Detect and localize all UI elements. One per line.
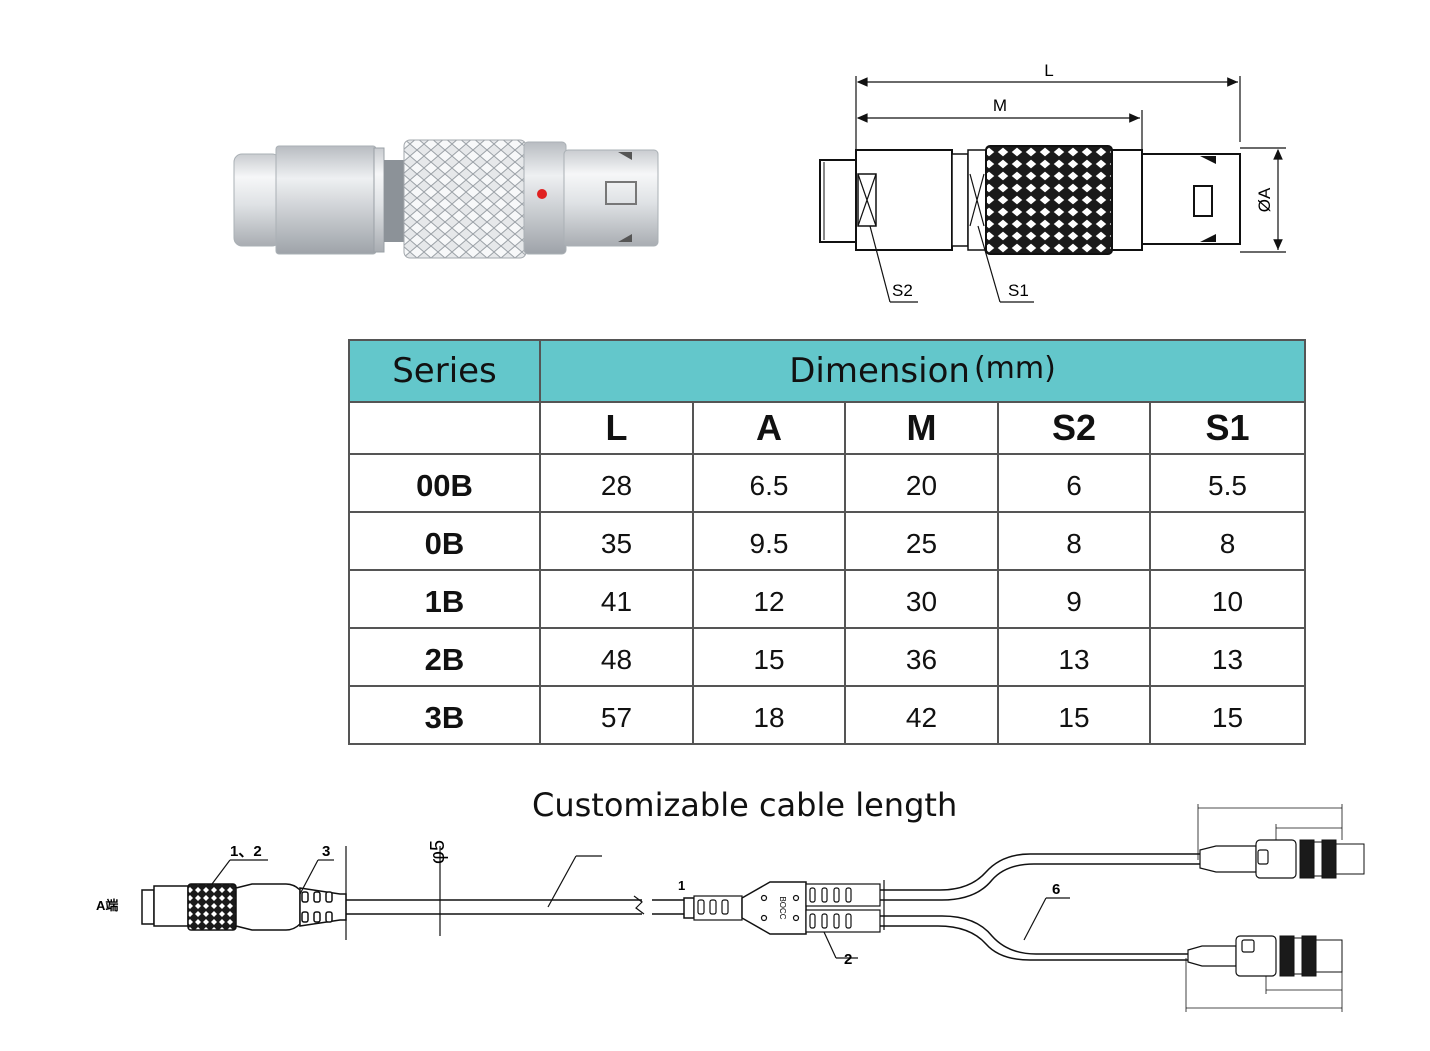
- table-header-row: Series Dimension(mm): [348, 339, 1306, 403]
- cell-S1: 13: [1149, 627, 1306, 687]
- cell-A: 18: [692, 685, 846, 745]
- cell-S2: 9: [997, 569, 1151, 629]
- cell-M: 30: [844, 569, 999, 629]
- column-header-A: A: [692, 401, 846, 455]
- dimension-drawing: L M ØA S2 S1: [819, 61, 1286, 303]
- connector-photo: [233, 139, 659, 259]
- table-row: 00B 28 6.5 20 6 5.5: [348, 453, 1306, 513]
- cell-S2: 13: [997, 627, 1151, 687]
- cell-S1: 5.5: [1149, 453, 1306, 513]
- end-label-A: A端: [96, 898, 118, 913]
- header-dimension: Dimension(mm): [539, 339, 1306, 403]
- cell-S1: 10: [1149, 569, 1306, 629]
- callout-1: 1: [678, 878, 685, 893]
- svg-text:BOCC: BOCC: [778, 896, 787, 919]
- cell-A: 9.5: [692, 511, 846, 571]
- series-cell: 2B: [348, 627, 541, 687]
- cell-M: 20: [844, 453, 999, 513]
- cable-title: Customizable cable length: [532, 786, 958, 824]
- callout-3: 3: [322, 843, 330, 860]
- label-S1: S1: [1008, 281, 1029, 300]
- callout-6: 6: [1052, 881, 1060, 898]
- cell-M: 42: [844, 685, 999, 745]
- column-header-S2: S2: [997, 401, 1151, 455]
- cell-L: 28: [539, 453, 694, 513]
- header-series: Series: [348, 339, 541, 403]
- cell-S1: 8: [1149, 511, 1306, 571]
- cell-S1: 15: [1149, 685, 1306, 745]
- table-subheader-row: L A M S2 S1: [348, 401, 1306, 455]
- callout-phi5: φ5: [427, 840, 449, 864]
- cell-M: 36: [844, 627, 999, 687]
- callout-2: 2: [844, 951, 852, 968]
- column-header-M: M: [844, 401, 999, 455]
- table-row: 1B 41 12 30 9 10: [348, 569, 1306, 629]
- table-row: 2B 48 15 36 13 13: [348, 627, 1306, 687]
- callout-1-2: 1、2: [230, 843, 262, 860]
- series-cell: 0B: [348, 511, 541, 571]
- header-dimension-label: Dimension: [789, 351, 970, 391]
- cell-A: 12: [692, 569, 846, 629]
- table-row: 0B 35 9.5 25 8 8: [348, 511, 1306, 571]
- label-S2: S2: [892, 281, 913, 300]
- label-L: L: [1044, 61, 1053, 80]
- label-M: M: [993, 96, 1007, 115]
- cell-L: 57: [539, 685, 694, 745]
- table-row: 3B 57 18 42 15 15: [348, 685, 1306, 745]
- series-cell: 3B: [348, 685, 541, 745]
- cell-S2: 6: [997, 453, 1151, 513]
- cell-M: 25: [844, 511, 999, 571]
- cell-L: 35: [539, 511, 694, 571]
- cell-L: 41: [539, 569, 694, 629]
- red-indicator-dot: [537, 189, 547, 199]
- cell-S2: 15: [997, 685, 1151, 745]
- header-unit: (mm): [973, 351, 1056, 386]
- series-cell: 1B: [348, 569, 541, 629]
- dimension-table: Series Dimension(mm) L A M S2 S1 00B 28 …: [348, 339, 1306, 745]
- cell-L: 48: [539, 627, 694, 687]
- column-header-S1: S1: [1149, 401, 1306, 455]
- header-empty-cell: [348, 401, 541, 455]
- cell-A: 15: [692, 627, 846, 687]
- series-cell: 00B: [348, 453, 541, 513]
- cell-A: 6.5: [692, 453, 846, 513]
- label-A: ØA: [1255, 187, 1274, 212]
- column-header-L: L: [539, 401, 694, 455]
- cable-drawing: A端 1、2 3 φ5 1 BOCC 2: [96, 804, 1365, 1012]
- cell-S2: 8: [997, 511, 1151, 571]
